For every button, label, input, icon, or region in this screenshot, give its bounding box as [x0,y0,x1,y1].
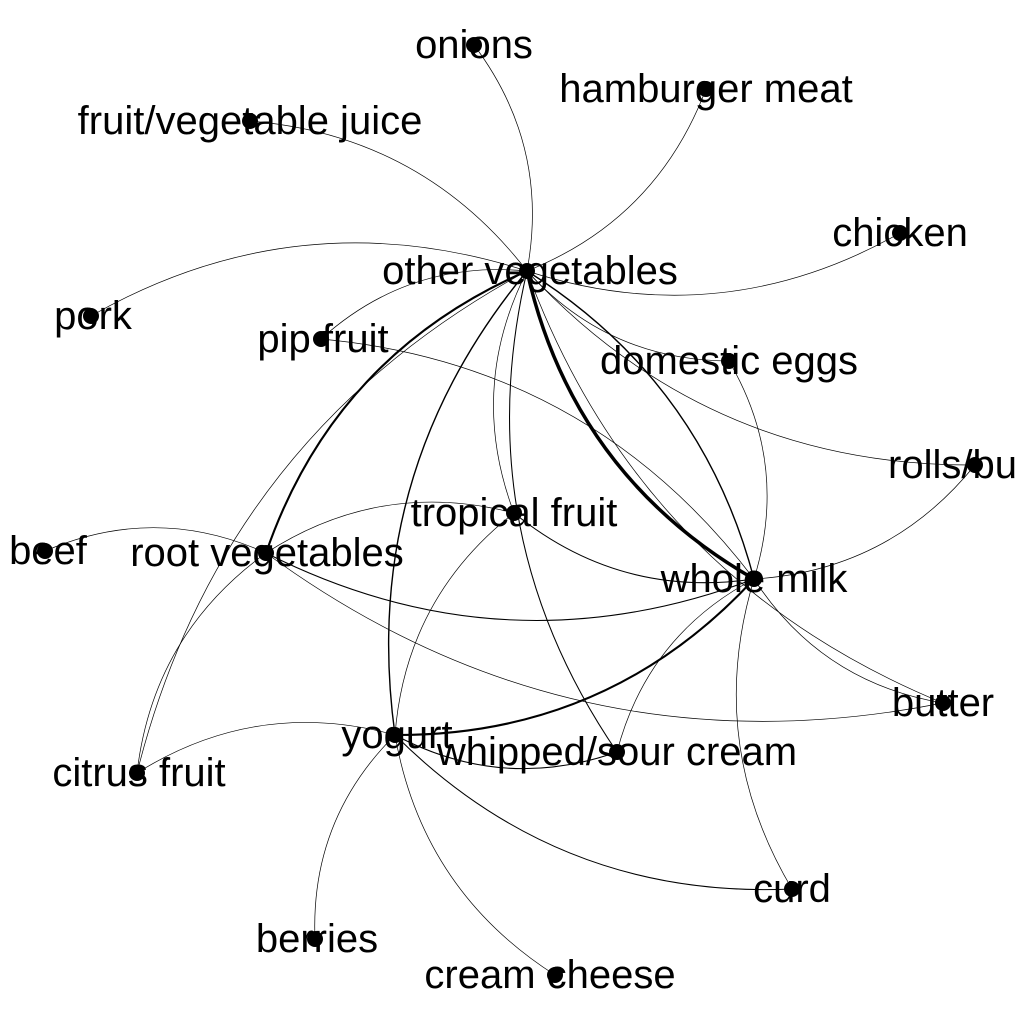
edge-whole-milk-to-whipped-sour-cream [616,578,755,753]
node-whole-milk [746,571,762,587]
edge-yogurt-to-berries [314,734,396,940]
node-label-pip-fruit: pip fruit [257,317,388,361]
node-beef [37,543,53,559]
edge-yogurt-to-citrus-fruit [136,722,396,774]
node-other-vegetables [519,263,535,279]
node-label-whole-milk: whole milk [660,557,849,601]
edge-other-vegetables-to-hamburger-meat [526,88,707,272]
edge-root-vegetables-to-citrus-fruit [136,552,267,774]
edge-other-vegetables-to-whole-milk [526,270,755,580]
node-label-rolls-buns: rolls/bu [888,443,1017,487]
edge-whole-milk-to-pip-fruit [320,338,755,580]
edge-other-vegetables-to-fruit-vegetable-juice [249,120,528,272]
node-butter [935,695,951,711]
node-chicken [892,225,908,241]
node-pip-fruit [313,331,329,347]
edge-other-vegetables-to-rolls-buns [526,270,976,466]
edge-other-vegetables-to-whole-milk [525,270,755,581]
edge-tropical-fruit-to-yogurt [394,512,515,736]
edge-other-vegetables-to-chicken [526,232,901,296]
edge-root-vegetables-to-butter [265,552,944,722]
edge-other-vegetables-to-yogurt [387,270,528,736]
node-rolls-buns [967,457,983,473]
edge-whole-milk-to-domestic-eggs [728,360,768,580]
node-label-yogurt: yogurt [341,713,452,757]
node-layer [37,37,983,983]
node-curd [784,881,800,897]
node-label-cream-cheese: cream cheese [424,953,675,997]
edge-other-vegetables-to-domestic-eggs [526,270,730,362]
edge-other-vegetables-to-onions [473,44,533,272]
label-layer: onions hamburger meat fruit/vegetable juic… [9,23,1017,997]
node-label-butter: butter [892,681,994,725]
node-hamburger-meat [698,81,714,97]
edge-root-vegetables-to-beef [44,527,267,554]
edge-other-vegetables-to-whipped-sour-cream [509,270,618,753]
node-label-citrus-fruit: citrus fruit [52,751,225,795]
node-label-hamburger-meat: hamburger meat [559,67,852,111]
node-fruit-vegetable-juice [242,113,258,129]
node-label-berries: berries [256,917,378,961]
node-root-vegetables [258,545,274,561]
node-label-whipped-sour-cream: whipped/sour cream [436,730,797,774]
node-label-onions: onions [415,23,533,67]
edge-layer [44,44,976,976]
node-label-other-vegetables: other vegetables [382,249,678,293]
edge-other-vegetables-to-citrus-fruit [136,270,528,774]
node-label-tropical-fruit: tropical fruit [411,491,618,535]
edge-other-vegetables-to-butter [526,270,944,704]
node-cream-cheese [547,967,563,983]
node-label-pork: pork [54,294,133,338]
edge-yogurt-to-cream-cheese [394,734,556,976]
node-citrus-fruit [129,765,145,781]
edge-other-vegetables-to-tropical-fruit [493,270,528,514]
edge-whole-milk-to-curd [735,578,793,890]
node-whipped-sour-cream [609,744,625,760]
edge-other-vegetables-to-pip-fruit [320,269,528,340]
node-yogurt [387,727,403,743]
node-onions [466,37,482,53]
edge-other-vegetables-to-pork [90,242,528,317]
edge-yogurt-to-whole-milk [394,578,755,737]
node-tropical-fruit [506,505,522,521]
edge-tropical-fruit-to-whole-milk [513,512,755,584]
node-label-root-vegetables: root vegetables [130,531,404,575]
node-label-beef: beef [9,529,88,573]
edge-whole-milk-to-butter [753,578,944,704]
edge-tropical-fruit-to-root-vegetables [265,501,515,554]
node-berries [307,931,323,947]
node-pork [83,308,99,324]
edge-yogurt-to-whipped-sour-cream [394,734,618,770]
node-label-curd: curd [753,867,831,911]
edge-root-vegetables-to-whole-milk [265,552,755,621]
edge-whole-milk-to-rolls-buns [753,464,976,580]
node-label-chicken: chicken [832,211,968,255]
node-label-domestic-eggs: domestic eggs [600,339,858,383]
node-domestic-eggs [721,353,737,369]
edge-yogurt-to-curd [394,734,793,891]
node-label-fruit-vegetable-juice: fruit/vegetable juice [78,99,423,143]
